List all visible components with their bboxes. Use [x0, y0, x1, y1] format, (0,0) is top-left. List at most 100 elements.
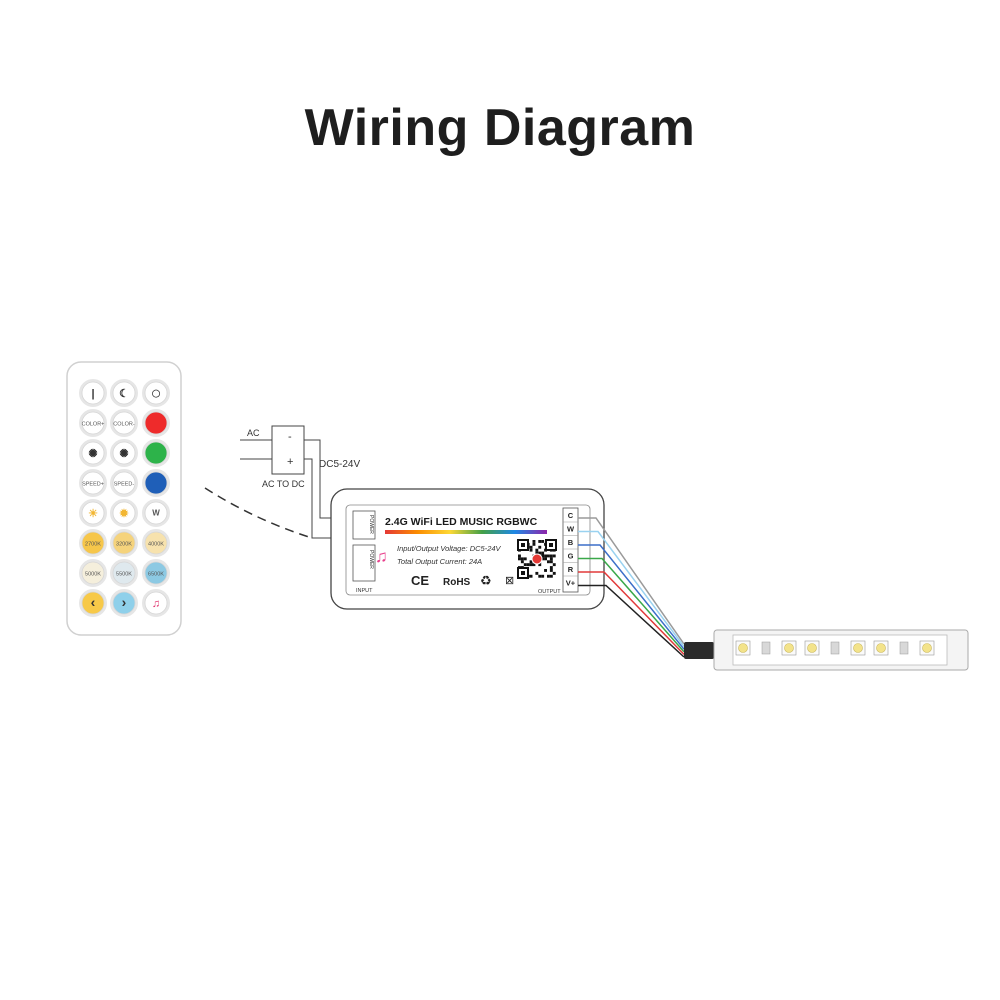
remote-button-label: SPEED+: [82, 482, 104, 488]
remote-button[interactable]: 5500K: [110, 559, 138, 587]
remote-button[interactable]: ☾: [110, 379, 138, 407]
controller: POWER POWER INPUT 2.4G WiFi LED MUSIC RG…: [330, 488, 605, 610]
remote-button[interactable]: SPEED-: [110, 469, 138, 497]
remote-button[interactable]: 3200K: [110, 529, 138, 557]
remote-button-label: COLOR+: [82, 422, 105, 428]
recycle-icon: ♻: [480, 573, 492, 588]
led-chip: [830, 641, 840, 655]
led-chip: [804, 640, 820, 656]
moon-icon: ☾: [119, 388, 129, 400]
qr-code: [517, 539, 557, 579]
remote-button-label: 5000K: [85, 572, 101, 578]
remote-button-label: 6500K: [148, 572, 164, 578]
sun-bright-icon: ☀: [88, 508, 98, 520]
svg-text:☀: ☀: [88, 508, 98, 520]
remote-button[interactable]: ♫: [142, 589, 170, 617]
adapter-box: [271, 425, 305, 475]
page-title: Wiring Diagram: [304, 99, 696, 157]
remote-button[interactable]: COLOR+: [79, 409, 107, 437]
sun-dim-icon: ✹: [118, 508, 129, 520]
remote-button-label: SPEED-: [114, 482, 135, 488]
current-spec: Total Output Current: 24A: [397, 557, 482, 566]
output-label: OUTPUT: [538, 589, 561, 595]
ac-dc-adapter: AC - + AC TO DC DC5-24V: [240, 425, 360, 539]
power-label-bottom: POWER: [368, 550, 374, 569]
remote-button-label: W: [152, 509, 160, 518]
svg-text:‹: ‹: [91, 594, 96, 610]
remote-button-label: 3200K: [116, 542, 132, 548]
output-terminal-block: [562, 507, 579, 593]
svg-text:✺: ✺: [88, 448, 97, 460]
remote-button[interactable]: 5000K: [79, 559, 107, 587]
circle-off-icon: ○: [151, 383, 162, 403]
adapter-plus-label: +: [287, 456, 293, 468]
output-wires: [578, 517, 685, 658]
remote-signal-arc: [204, 487, 313, 539]
remote-button-grid: | ☾ ○ COLOR+ COLOR- ✺ ✺ SPEED+ SPEED- ☀ ✹ W 2700K 320…: [79, 379, 170, 617]
output-wire: [578, 584, 685, 658]
rohs-mark: RoHS: [443, 577, 471, 588]
remote-control: | ☾ ○ COLOR+ COLOR- ✺ ✺ SPEED+ SPEED- ☀ ✹ W 2700K 320…: [66, 361, 182, 636]
remote-button-label: 2700K: [85, 542, 101, 548]
mode-icon: ✺: [88, 448, 97, 460]
led-chip: [850, 640, 866, 656]
dc-output-label: DC5-24V: [319, 459, 360, 470]
remote-button[interactable]: ○: [142, 379, 170, 407]
ce-mark: CE: [411, 573, 429, 588]
led-chip: [735, 640, 751, 656]
led-chip: [781, 640, 797, 656]
remote-button-label: COLOR-: [113, 422, 135, 428]
remote-button[interactable]: [142, 409, 170, 437]
channel-label: C: [568, 511, 574, 520]
output-wire: [578, 544, 685, 650]
music-icon: ♫: [152, 598, 160, 610]
strip-connector: [684, 642, 714, 659]
power-icon: |: [91, 388, 94, 400]
svg-text:✹: ✹: [118, 508, 129, 520]
remote-button[interactable]: W: [142, 499, 170, 527]
led-chip: [873, 640, 889, 656]
output-wire: [578, 557, 685, 653]
svg-text:♫: ♫: [152, 598, 160, 610]
controller-name: 2.4G WiFi LED MUSIC RGBWC: [385, 516, 538, 528]
remote-button[interactable]: COLOR-: [110, 409, 138, 437]
remote-button[interactable]: SPEED+: [79, 469, 107, 497]
output-wire: [578, 571, 685, 655]
remote-button[interactable]: 2700K: [79, 529, 107, 557]
svg-text:›: ›: [122, 594, 127, 610]
remote-button[interactable]: [142, 469, 170, 497]
channel-label: W: [567, 525, 575, 534]
input-label: INPUT: [356, 588, 373, 594]
weee-bin-icon: ⊠: [505, 575, 514, 587]
remote-button[interactable]: ✺: [79, 439, 107, 467]
remote-button[interactable]: 6500K: [142, 559, 170, 587]
channel-label: R: [568, 565, 574, 574]
adapter-minus-label: -: [288, 431, 292, 443]
remote-button[interactable]: ›: [110, 589, 138, 617]
adapter-name-label: AC TO DC: [262, 479, 305, 489]
remote-button[interactable]: [142, 439, 170, 467]
ac-label: AC: [247, 428, 260, 438]
remote-button[interactable]: ‹: [79, 589, 107, 617]
left-arrow-icon: ‹: [91, 594, 96, 610]
svg-text:☾: ☾: [119, 388, 129, 400]
led-chip: [919, 640, 935, 656]
right-arrow-icon: ›: [122, 594, 127, 610]
svg-text:✺: ✺: [119, 448, 128, 460]
remote-button[interactable]: |: [79, 379, 107, 407]
output-wire: [578, 530, 685, 648]
voltage-spec: Input/Output Voltage: DC5-24V: [397, 544, 502, 553]
svg-text:|: |: [91, 388, 94, 400]
remote-button[interactable]: ☀: [79, 499, 107, 527]
remote-button[interactable]: ✺: [110, 439, 138, 467]
svg-text:○: ○: [151, 383, 162, 403]
led-chip: [899, 641, 909, 655]
channel-label: V+: [566, 579, 576, 588]
led-chip: [761, 641, 771, 655]
remote-button[interactable]: 4000K: [142, 529, 170, 557]
output-wire: [578, 517, 685, 645]
channel-label: B: [568, 538, 574, 547]
remote-button[interactable]: ✹: [110, 499, 138, 527]
